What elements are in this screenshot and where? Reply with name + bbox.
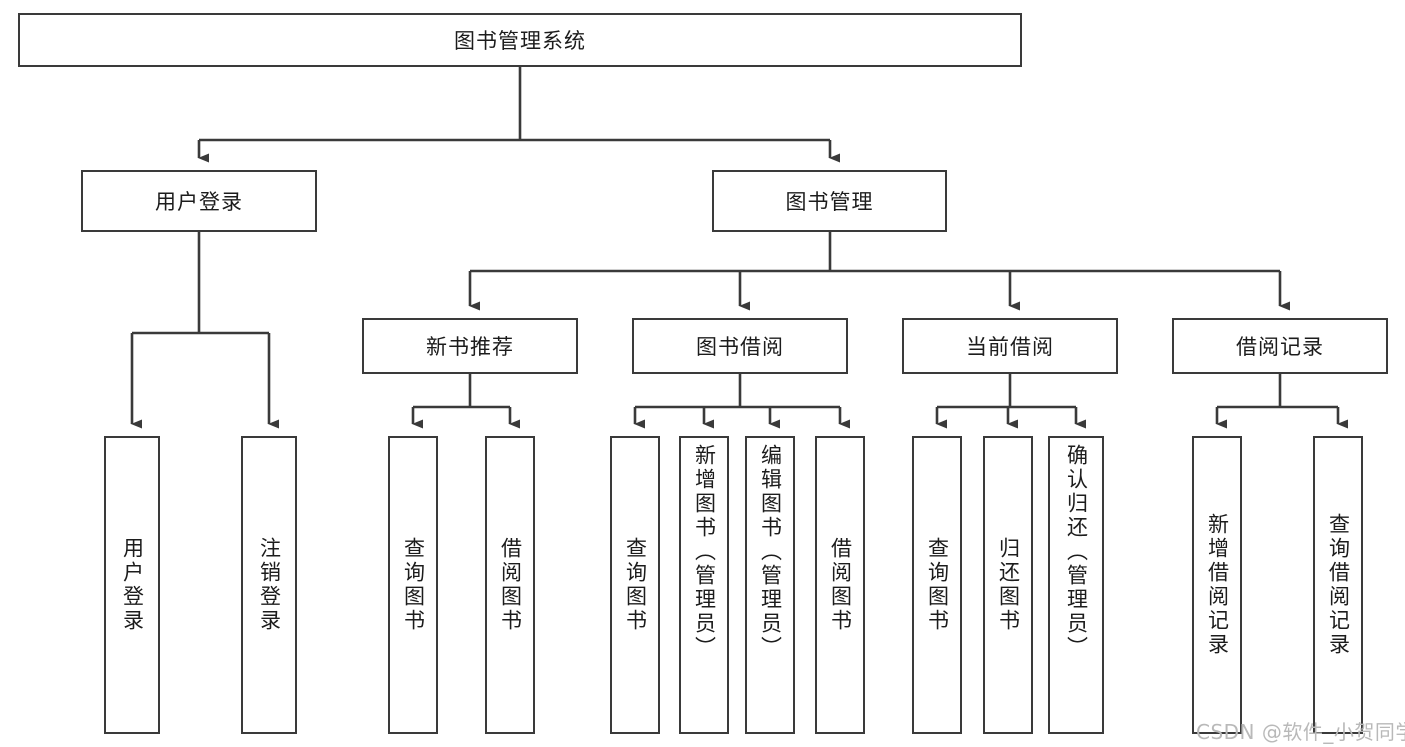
- node-leaf-user-login[interactable]: 用户登录: [104, 436, 160, 734]
- node-leaf-add-book-label: 新增图书（管理员）: [692, 444, 717, 660]
- node-book-borrow-label: 图书借阅: [696, 335, 784, 359]
- node-book-manage[interactable]: 图书管理: [712, 170, 947, 232]
- node-leaf-query-book-1-label: 查询图书: [401, 537, 426, 633]
- node-user-login-label: 用户登录: [155, 190, 243, 214]
- node-root[interactable]: 图书管理系统: [18, 13, 1022, 67]
- watermark: CSDN @软件_小贺同学: [1196, 720, 1405, 744]
- node-current-borrow-label: 当前借阅: [966, 335, 1054, 359]
- node-leaf-query-book-2-label: 查询图书: [623, 537, 648, 633]
- node-leaf-add-record[interactable]: 新增借阅记录: [1192, 436, 1242, 734]
- node-leaf-query-record-label: 查询借阅记录: [1326, 513, 1351, 657]
- node-leaf-user-logout[interactable]: 注销登录: [241, 436, 297, 734]
- node-leaf-edit-book[interactable]: 编辑图书（管理员）: [745, 436, 795, 734]
- node-leaf-query-book-2[interactable]: 查询图书: [610, 436, 660, 734]
- node-leaf-user-logout-label: 注销登录: [257, 537, 282, 633]
- node-leaf-add-record-label: 新增借阅记录: [1205, 513, 1230, 657]
- node-leaf-borrow-book-2[interactable]: 借阅图书: [815, 436, 865, 734]
- node-leaf-edit-book-label: 编辑图书（管理员）: [758, 444, 783, 660]
- node-leaf-borrow-book-2-label: 借阅图书: [828, 537, 853, 633]
- node-new-book-rec-label: 新书推荐: [426, 335, 514, 359]
- node-root-label: 图书管理系统: [454, 29, 586, 53]
- node-leaf-query-book-1[interactable]: 查询图书: [388, 436, 438, 734]
- node-leaf-user-login-label: 用户登录: [120, 537, 145, 633]
- node-leaf-return-book-label: 归还图书: [996, 537, 1021, 633]
- node-leaf-add-book[interactable]: 新增图书（管理员）: [679, 436, 729, 734]
- node-book-borrow[interactable]: 图书借阅: [632, 318, 848, 374]
- node-leaf-return-book[interactable]: 归还图书: [983, 436, 1033, 734]
- node-borrow-record-label: 借阅记录: [1236, 335, 1324, 359]
- node-new-book-rec[interactable]: 新书推荐: [362, 318, 578, 374]
- node-borrow-record[interactable]: 借阅记录: [1172, 318, 1388, 374]
- node-leaf-query-book-3[interactable]: 查询图书: [912, 436, 962, 734]
- node-leaf-confirm-return[interactable]: 确认归还（管理员）: [1048, 436, 1104, 734]
- node-current-borrow[interactable]: 当前借阅: [902, 318, 1118, 374]
- node-leaf-borrow-book-1[interactable]: 借阅图书: [485, 436, 535, 734]
- node-leaf-borrow-book-1-label: 借阅图书: [498, 537, 523, 633]
- node-leaf-query-record[interactable]: 查询借阅记录: [1313, 436, 1363, 734]
- node-user-login[interactable]: 用户登录: [81, 170, 317, 232]
- node-leaf-confirm-return-label: 确认归还（管理员）: [1064, 444, 1089, 660]
- node-leaf-query-book-3-label: 查询图书: [925, 537, 950, 633]
- node-book-manage-label: 图书管理: [785, 190, 874, 214]
